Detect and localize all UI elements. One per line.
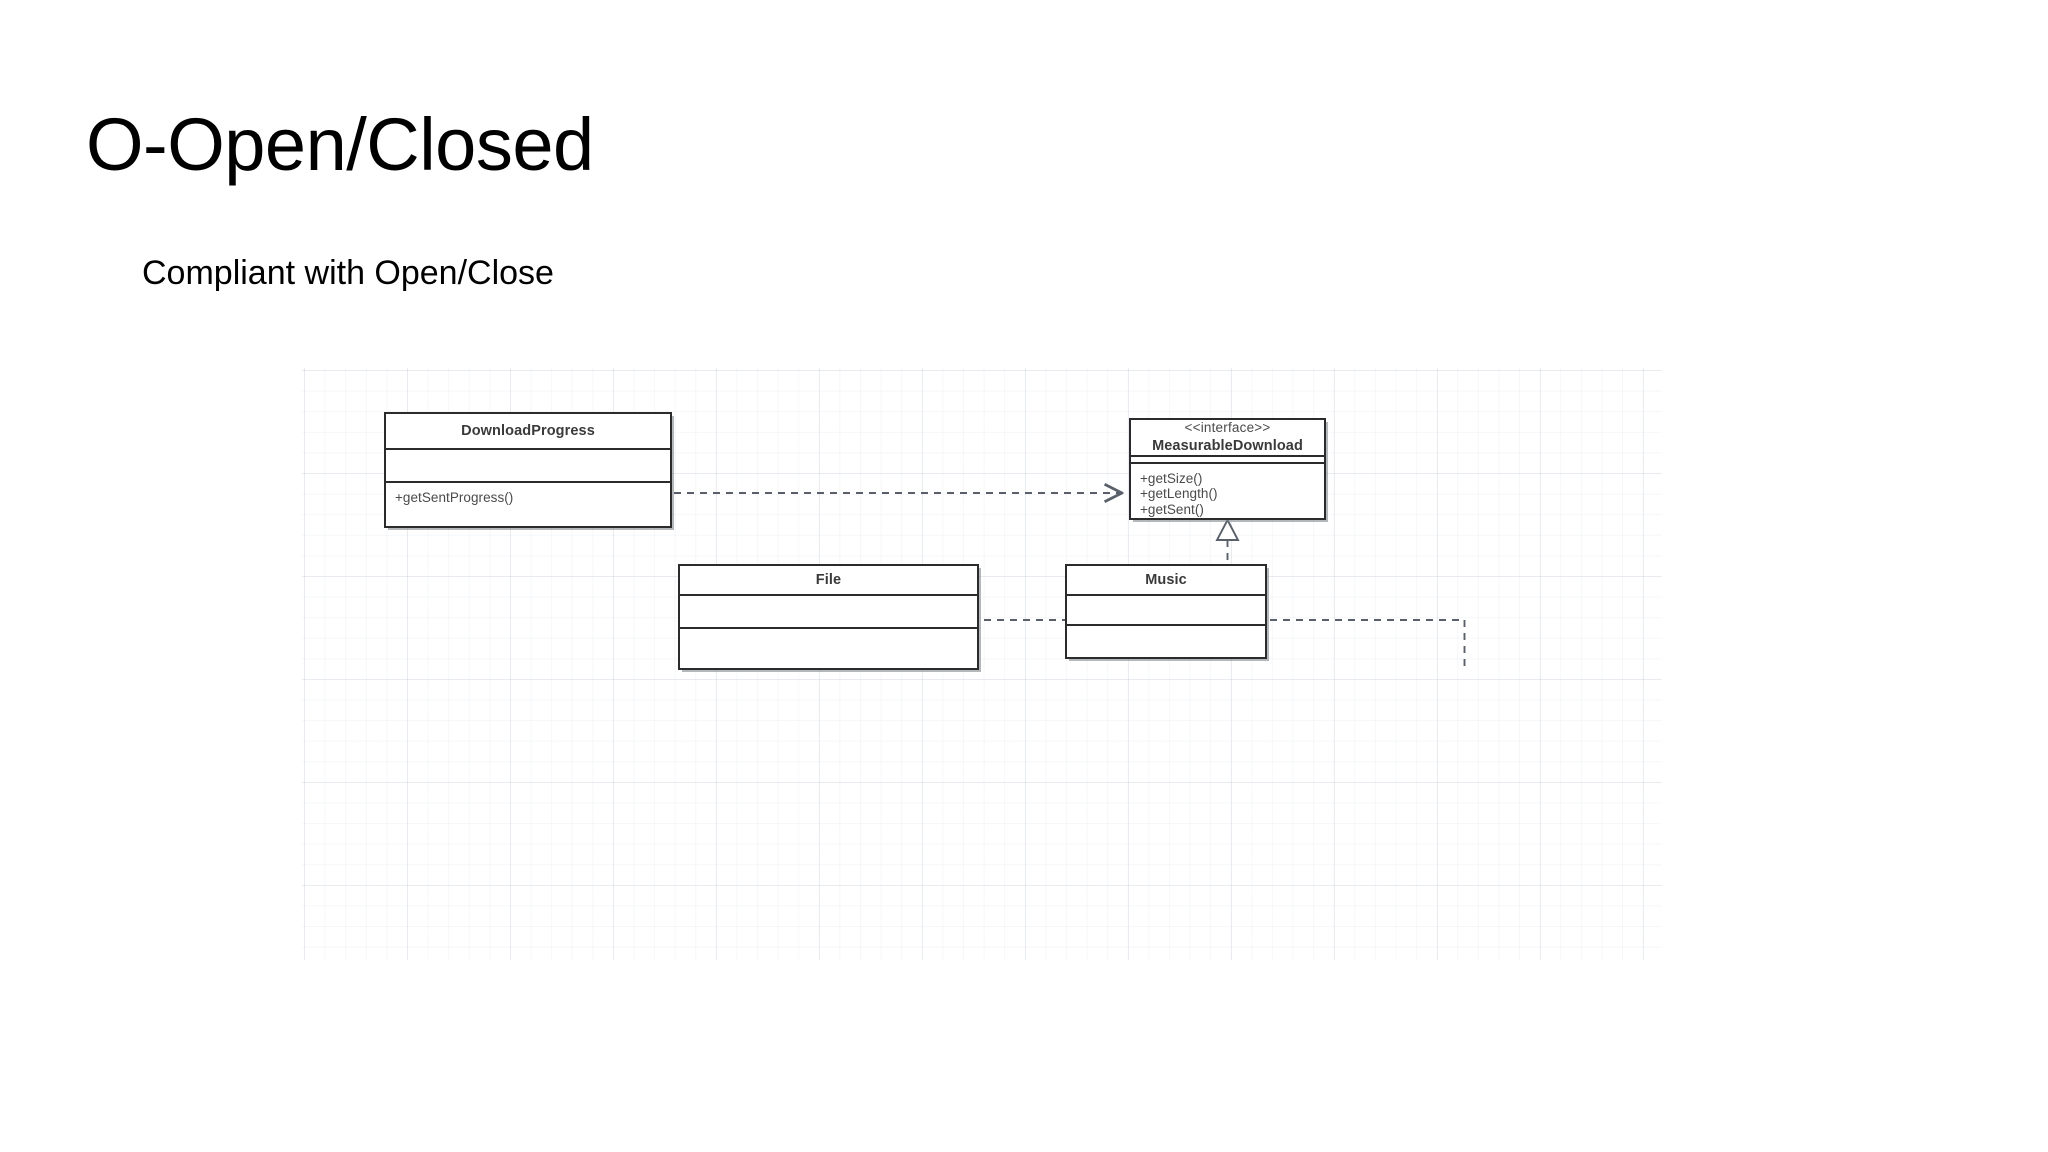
uml-attributes-music [1067, 594, 1265, 624]
uml-class-file[interactable]: File [678, 564, 979, 670]
uml-class-name-measurabledownload: <<interface>> MeasurableDownload [1131, 420, 1324, 455]
uml-operations-measurabledownload: +getSize() +getLength() +getSent() [1131, 461, 1324, 518]
uml-class-title: DownloadProgress [461, 422, 595, 439]
uml-class-title: File [815, 571, 842, 588]
uml-operations-file [680, 627, 977, 668]
uml-operation: +getSize() [1140, 470, 1203, 486]
uml-class-title: Music [1145, 571, 1187, 588]
uml-operations-music [1067, 624, 1265, 657]
uml-attributes-file [680, 594, 977, 627]
uml-operation: +getLength() [1140, 486, 1218, 502]
uml-class-title: MeasurableDownload [1152, 437, 1303, 454]
slide-subtitle: Compliant with Open/Close [142, 254, 554, 292]
uml-attributes-downloadprogress [386, 448, 670, 481]
uml-class-name-file: File [680, 566, 977, 594]
uml-class-downloadprogress[interactable]: DownloadProgress +getSentProgress() [384, 412, 672, 528]
uml-operations-downloadprogress: +getSentProgress() [386, 481, 670, 526]
uml-operation: +getSent() [1140, 502, 1204, 518]
uml-class-name-music: Music [1067, 566, 1265, 594]
hollow-triangle-arrowhead [1215, 517, 1240, 541]
page-title: O-Open/Closed [86, 103, 594, 186]
uml-stereotype: <<interface>> [1184, 420, 1271, 435]
uml-class-music[interactable]: Music [1065, 564, 1267, 659]
uml-interface-measurabledownload[interactable]: <<interface>> MeasurableDownload +getSiz… [1129, 418, 1326, 520]
uml-operation: +getSentProgress() [395, 490, 514, 505]
uml-class-name-downloadprogress: DownloadProgress [386, 414, 670, 448]
uml-attributes-measurabledownload [1131, 455, 1324, 462]
uml-class-diagram: DownloadProgress +getSentProgress() <<in… [302, 368, 1662, 960]
